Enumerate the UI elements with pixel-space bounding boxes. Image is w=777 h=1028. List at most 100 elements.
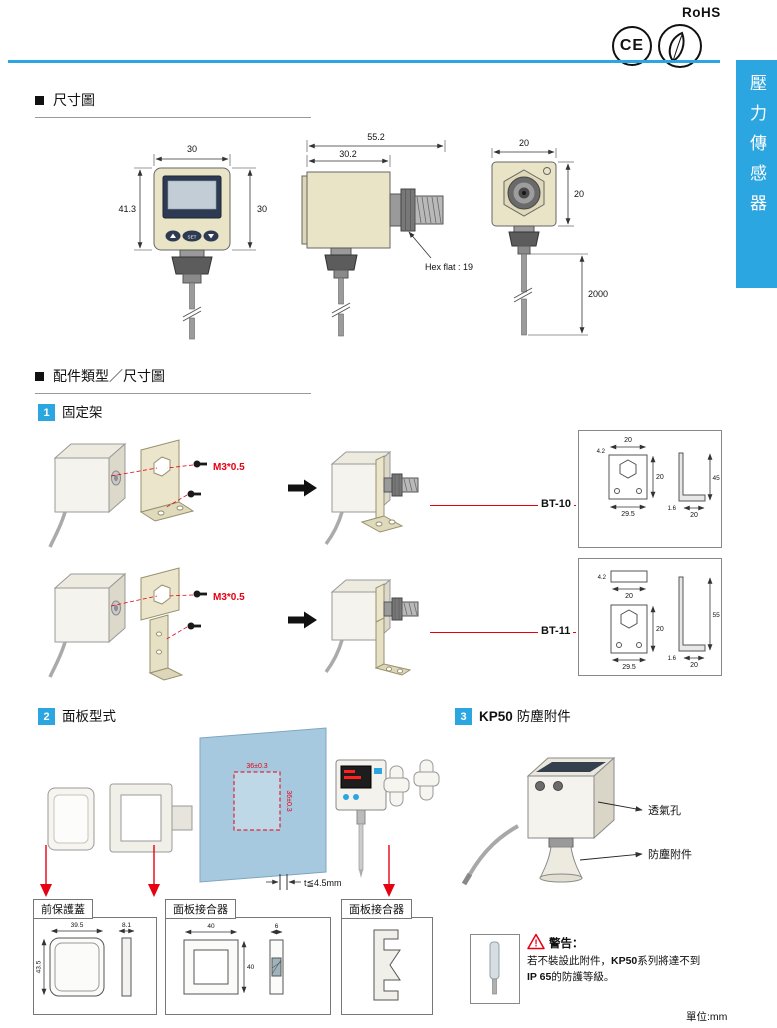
bracket-assembled-bt10 [324,450,419,546]
panel-mount-illustration: 36±0.3 36±0.3 t≦4.5mm [47,727,440,890]
screw-icon [193,590,201,598]
cutout-width-label: 36±0.3 [246,763,267,770]
section-title-accessories: 配件類型／尺寸圖 [35,366,311,394]
dim-label: 4.2 [597,449,606,455]
header-divider [8,60,720,63]
rear-dim-cable: 2000 [528,253,608,336]
warning-text: 若不裝設此附件， [527,955,611,967]
panel-arrow-down [383,845,395,897]
bracket-exploded-bt10: M3*0.5 [48,439,245,548]
section-bullet-icon [35,371,44,381]
panel-adapter-clip-tab: 面板接合器 [341,899,412,919]
bt11-detail-drawing: 4.2 20 20 29.5 55 1.6 20 [598,570,721,671]
panel-adapter-clip-box: 面板接合器 [341,899,433,1015]
section-title-dimensions: 尺寸圖 [35,90,311,118]
side-dim-total: 55.2 [306,132,446,152]
bracket-exploded-bt11: M3*0.5 [48,567,245,681]
side-view-drawing: 55.2 30.2 Hex flat : 19 [301,132,473,337]
dust-cover-bell [539,846,583,879]
dim-label: 1.6 [668,656,677,662]
front-buttons: SET [165,230,219,242]
panel-adapter-box: 面板接合器 40 40 6 [165,899,331,1015]
front-cover-box: 前保護蓋 39.5 43.5 8.1 [33,899,157,1015]
kp50-illustration: 透氣孔 防塵附件 [461,756,692,886]
section-title-text: 配件類型／尺寸圖 [53,368,165,384]
unit-note: 單位:mm [686,1011,728,1023]
warning-line-2: IP 65的防護等級。 [527,969,614,984]
dim-label: 8.1 [122,922,131,929]
kp50-cable [468,824,519,876]
cutout-height-label: 36±0.3 [285,790,292,811]
panel-adapter-drawing-area: 40 40 6 [165,917,331,1015]
front-dim-width: 30 [153,144,231,166]
bt10-connector-line [430,505,576,506]
warning-text: 系列將達不到 [637,955,701,967]
side-tab-pressure-sensor: 壓力傳感器 [736,60,777,288]
warning-text: 的防護等級。 [551,971,615,983]
m3-screw-label: M3*0.5 [213,462,245,473]
dim-label: 45 [713,475,721,482]
hex-flat-callout: Hex flat : 19 [408,231,473,272]
bt11-detail-box: 4.2 20 20 29.5 55 1.6 20 [578,558,722,676]
panel-cutout [233,771,281,831]
front-cover-drawing: 39.5 43.5 8.1 [36,922,135,997]
dust-pin-box [470,934,520,1004]
warning-title: 警告： [549,938,584,950]
warning-ip: IP 65 [527,971,552,983]
dim-label: 29.5 [621,511,635,518]
dim-label: 2000 [588,289,608,299]
badge-1: 1 [38,404,55,421]
cable-gland-rear [508,225,540,336]
section-bullet-icon [35,95,44,105]
vent-hole-label: 透氣孔 [648,803,681,817]
panel-clips-item [383,759,440,807]
dim-label: 20 [656,474,664,481]
dim-label: 6 [275,923,279,930]
dim-label: 20 [519,138,529,148]
dim-label: 40 [207,923,215,930]
rear-dim-width: 20 [491,138,557,158]
front-dim-height: 41.3 [118,167,152,251]
screw-hole [543,167,551,175]
panel-adapter-tab: 面板接合器 [165,899,236,919]
dim-label: 43.5 [36,960,43,973]
dim-label: 20 [656,626,664,633]
panel-clip-drawing [373,929,401,1001]
dim-label: 55 [713,612,721,619]
screw-icon [187,622,195,630]
panel-sensor-item [335,759,387,878]
dust-accessory-label: 防塵附件 [648,847,692,861]
dim-label: 40 [247,964,255,971]
front-dim-body-height: 30 [232,167,267,251]
display-screen [167,180,217,210]
kp50-model-label: KP50 [479,709,513,724]
transform-arrow-icon [288,479,317,497]
cable-gland-front [171,249,213,340]
side-tab-label: 壓力傳感器 [747,74,766,224]
dim-label: 39.5 [71,922,84,929]
sensor-body-side [306,171,391,249]
front-cover-drawing-area: 39.5 43.5 8.1 [33,917,157,1015]
badge-2: 2 [38,708,55,725]
dim-label: 20 [625,593,633,600]
front-cover-tab: 前保護蓋 [33,899,93,919]
bracket-section-label: 固定架 [62,405,103,420]
pressure-port [389,188,444,232]
screw-icon [187,490,195,498]
panel-thickness-dim: t≦4.5mm [266,874,342,890]
hex-flat-label: Hex flat : 19 [425,262,473,272]
panel-section-label: 面板型式 [62,709,116,724]
dim-label: 20 [624,437,632,444]
panel-arrow-down [40,845,52,897]
bt11-label: BT-11 [538,625,574,637]
vent-hole-callout: 透氣孔 [597,801,681,817]
bracket-assembled-bt11 [324,578,419,676]
front-view-drawing: 30 SET 41.3 30 [118,144,267,340]
dim-label: 30.2 [339,149,357,159]
rear-view-drawing: 20 20 2000 [491,138,608,336]
warning-triangle-icon: ! [527,933,545,950]
warning-model: KP50 [611,955,638,967]
ce-mark-icon: CE [612,26,652,66]
